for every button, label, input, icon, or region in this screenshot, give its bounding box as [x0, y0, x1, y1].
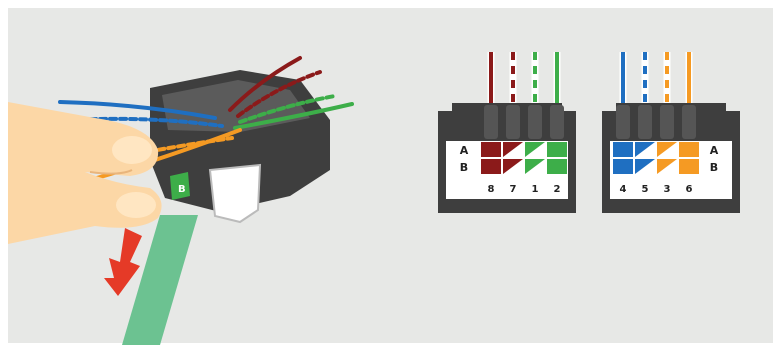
wire-slot: [506, 105, 520, 139]
row-label-A: A: [460, 144, 469, 157]
fingernail-top: [112, 136, 152, 164]
pin-number-2: 2: [554, 184, 561, 195]
wire-slot: [528, 105, 542, 139]
wire-slot: [550, 105, 564, 139]
pin-number-3: 3: [664, 184, 671, 195]
pin-number-4: 4: [620, 184, 627, 195]
pin-cell-blue: [613, 159, 633, 174]
pin-number-8: 8: [488, 184, 495, 195]
wire-slot: [484, 105, 498, 139]
wire-slot: [660, 105, 674, 139]
pin-cell-blue: [613, 142, 633, 157]
wire-slot: [682, 105, 696, 139]
row-label-A: A: [710, 144, 719, 157]
pin-cell-brown: [481, 142, 501, 157]
pin-cell-orange: [679, 142, 699, 157]
pin-number-1: 1: [532, 184, 539, 195]
pin-number-6: 6: [686, 184, 693, 195]
pin-number-5: 5: [642, 184, 649, 195]
jack-pair-label: B: [178, 184, 186, 195]
pin-cell-green: [547, 142, 567, 157]
wire-slot: [638, 105, 652, 139]
row-label-B: B: [710, 161, 718, 174]
fingernail-bottom: [116, 192, 156, 218]
pin-cell-brown: [481, 159, 501, 174]
row-label-B: B: [460, 161, 468, 174]
wire-slot: [616, 105, 630, 139]
pin-cell-green: [547, 159, 567, 174]
pin-cell-orange: [679, 159, 699, 174]
pin-number-7: 7: [510, 184, 517, 195]
